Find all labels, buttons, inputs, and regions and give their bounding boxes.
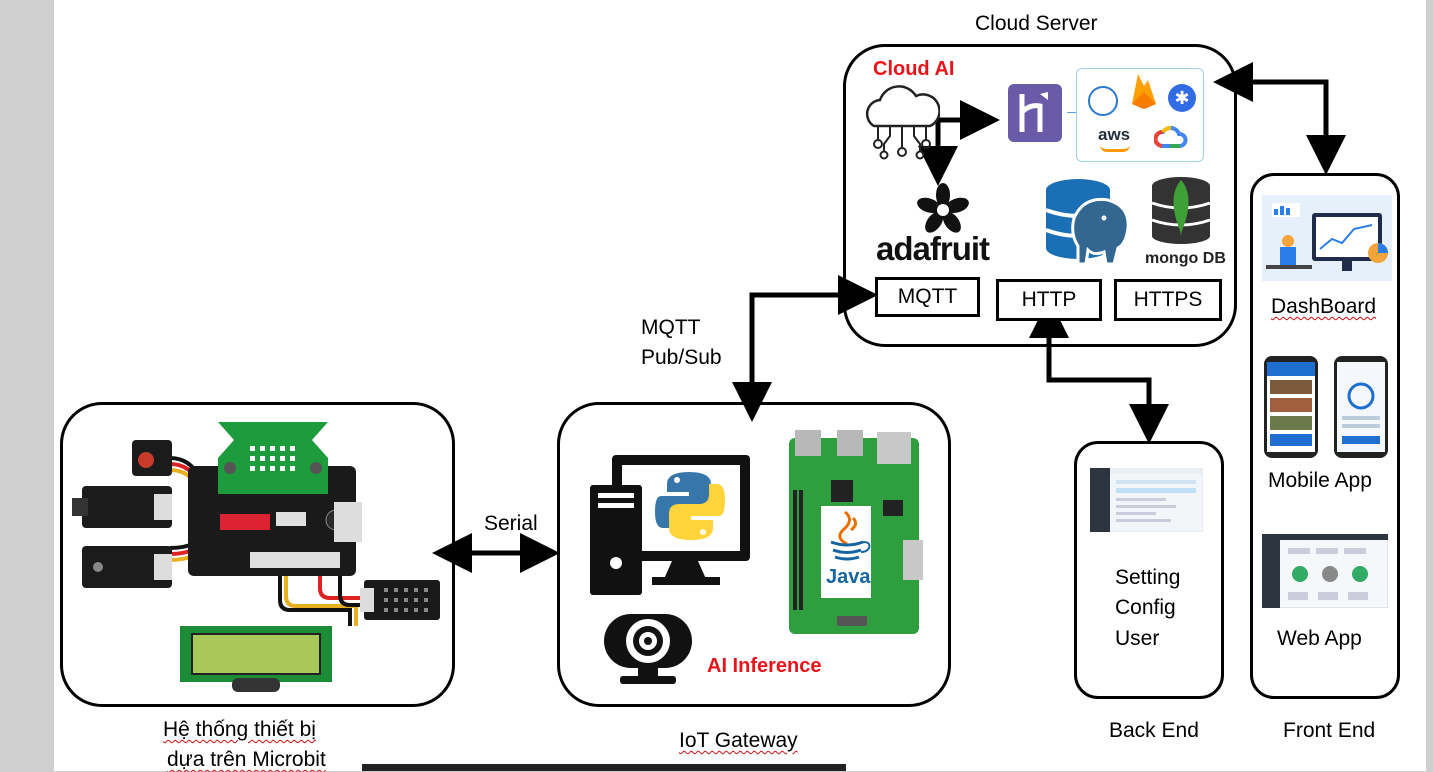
python-logo-icon	[655, 472, 725, 540]
heroku-icon	[1008, 84, 1062, 142]
firebase-icon	[1132, 74, 1156, 109]
postgresql-icon	[1045, 179, 1130, 266]
protocol-https: HTTPS	[1114, 279, 1222, 321]
java-cup-icon	[830, 510, 871, 561]
mqtt-arrow	[732, 275, 878, 422]
web-app-screenshot	[1262, 534, 1388, 608]
backend-admin-screenshot	[1090, 468, 1203, 532]
frontend-title: Front End	[1283, 719, 1376, 742]
protocol-http: HTTP	[996, 279, 1102, 321]
bottom-edge-bar	[362, 764, 846, 771]
mongodb-logo: mongo DB	[1145, 250, 1226, 267]
http-arrow	[1029, 298, 1169, 444]
microbit-hardware-illustration	[72, 422, 440, 692]
kubernetes-icon: ✱	[1168, 84, 1196, 112]
ai-inference-label: AI Inference	[707, 655, 822, 677]
cloud-network-icon	[865, 85, 940, 160]
mqtt-link-label-1: MQTT	[641, 316, 701, 339]
aws-logo: aws	[1098, 125, 1131, 144]
cloud-server-title: Cloud Server	[975, 12, 1098, 35]
cloud-ai-label: Cloud AI	[873, 58, 955, 80]
webcam-icon	[604, 614, 692, 684]
backend-line-config: Config	[1115, 596, 1176, 619]
microbit-title-line2: dựa trên Microbit	[167, 748, 326, 771]
aws-smile-icon	[1100, 145, 1130, 152]
frontend-item-web-app: Web App	[1277, 627, 1362, 650]
backend-line-setting: Setting	[1115, 566, 1181, 589]
docker-icon	[1088, 86, 1118, 116]
backend-title: Back End	[1109, 719, 1199, 742]
dashboard-illustration	[1262, 195, 1392, 281]
mqtt-link-label-2: Pub/Sub	[641, 346, 722, 369]
backend-line-user: User	[1115, 627, 1160, 650]
protocol-mqtt: MQTT	[875, 277, 980, 317]
microbit-title-line1: Hệ thống thiết bị	[163, 718, 316, 741]
frontend-item-mobile-app: Mobile App	[1268, 469, 1372, 492]
raspberry-pi-board-icon	[789, 430, 923, 634]
serial-link-label: Serial	[484, 512, 538, 535]
adafruit-flower-icon	[917, 183, 969, 233]
gateway-title: IoT Gateway	[679, 729, 798, 752]
java-logo: Java	[826, 566, 871, 588]
google-cloud-icon	[1154, 126, 1188, 148]
mobile-app-screens	[1264, 356, 1388, 458]
frontend-item-dashboard: DashBoard	[1271, 295, 1377, 318]
frontend-arrow	[1213, 62, 1346, 175]
adafruit-logo: adafruit	[876, 230, 990, 267]
mongodb-icon	[1151, 177, 1211, 244]
